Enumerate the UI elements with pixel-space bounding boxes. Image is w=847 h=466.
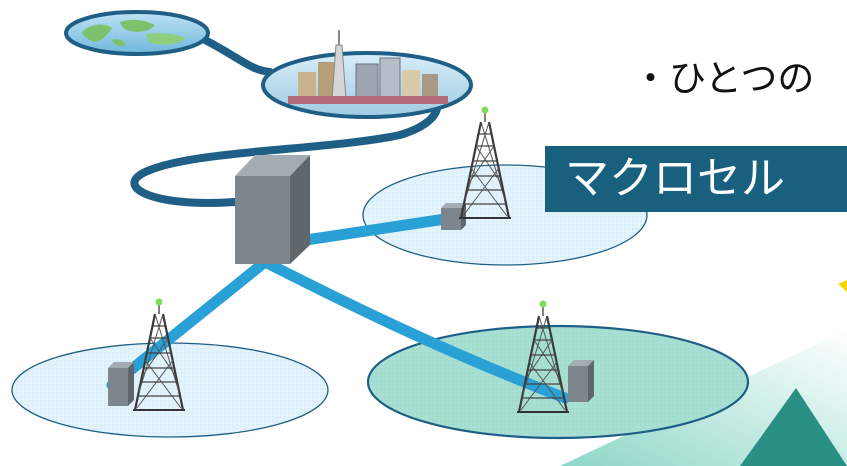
base-station-box-center [568, 360, 594, 402]
bullet-text: ・ひとつの [632, 57, 815, 100]
macrocell-label: マクロセル [545, 146, 847, 212]
world-map-icon [64, 10, 210, 56]
city-buildings-icon [261, 30, 473, 119]
cell-area-left [11, 342, 329, 438]
access-links [106, 212, 571, 404]
base-station-box-left [108, 362, 134, 406]
spark-mark [838, 280, 847, 292]
play-triangle-icon [740, 388, 847, 466]
server-icon [235, 155, 310, 264]
